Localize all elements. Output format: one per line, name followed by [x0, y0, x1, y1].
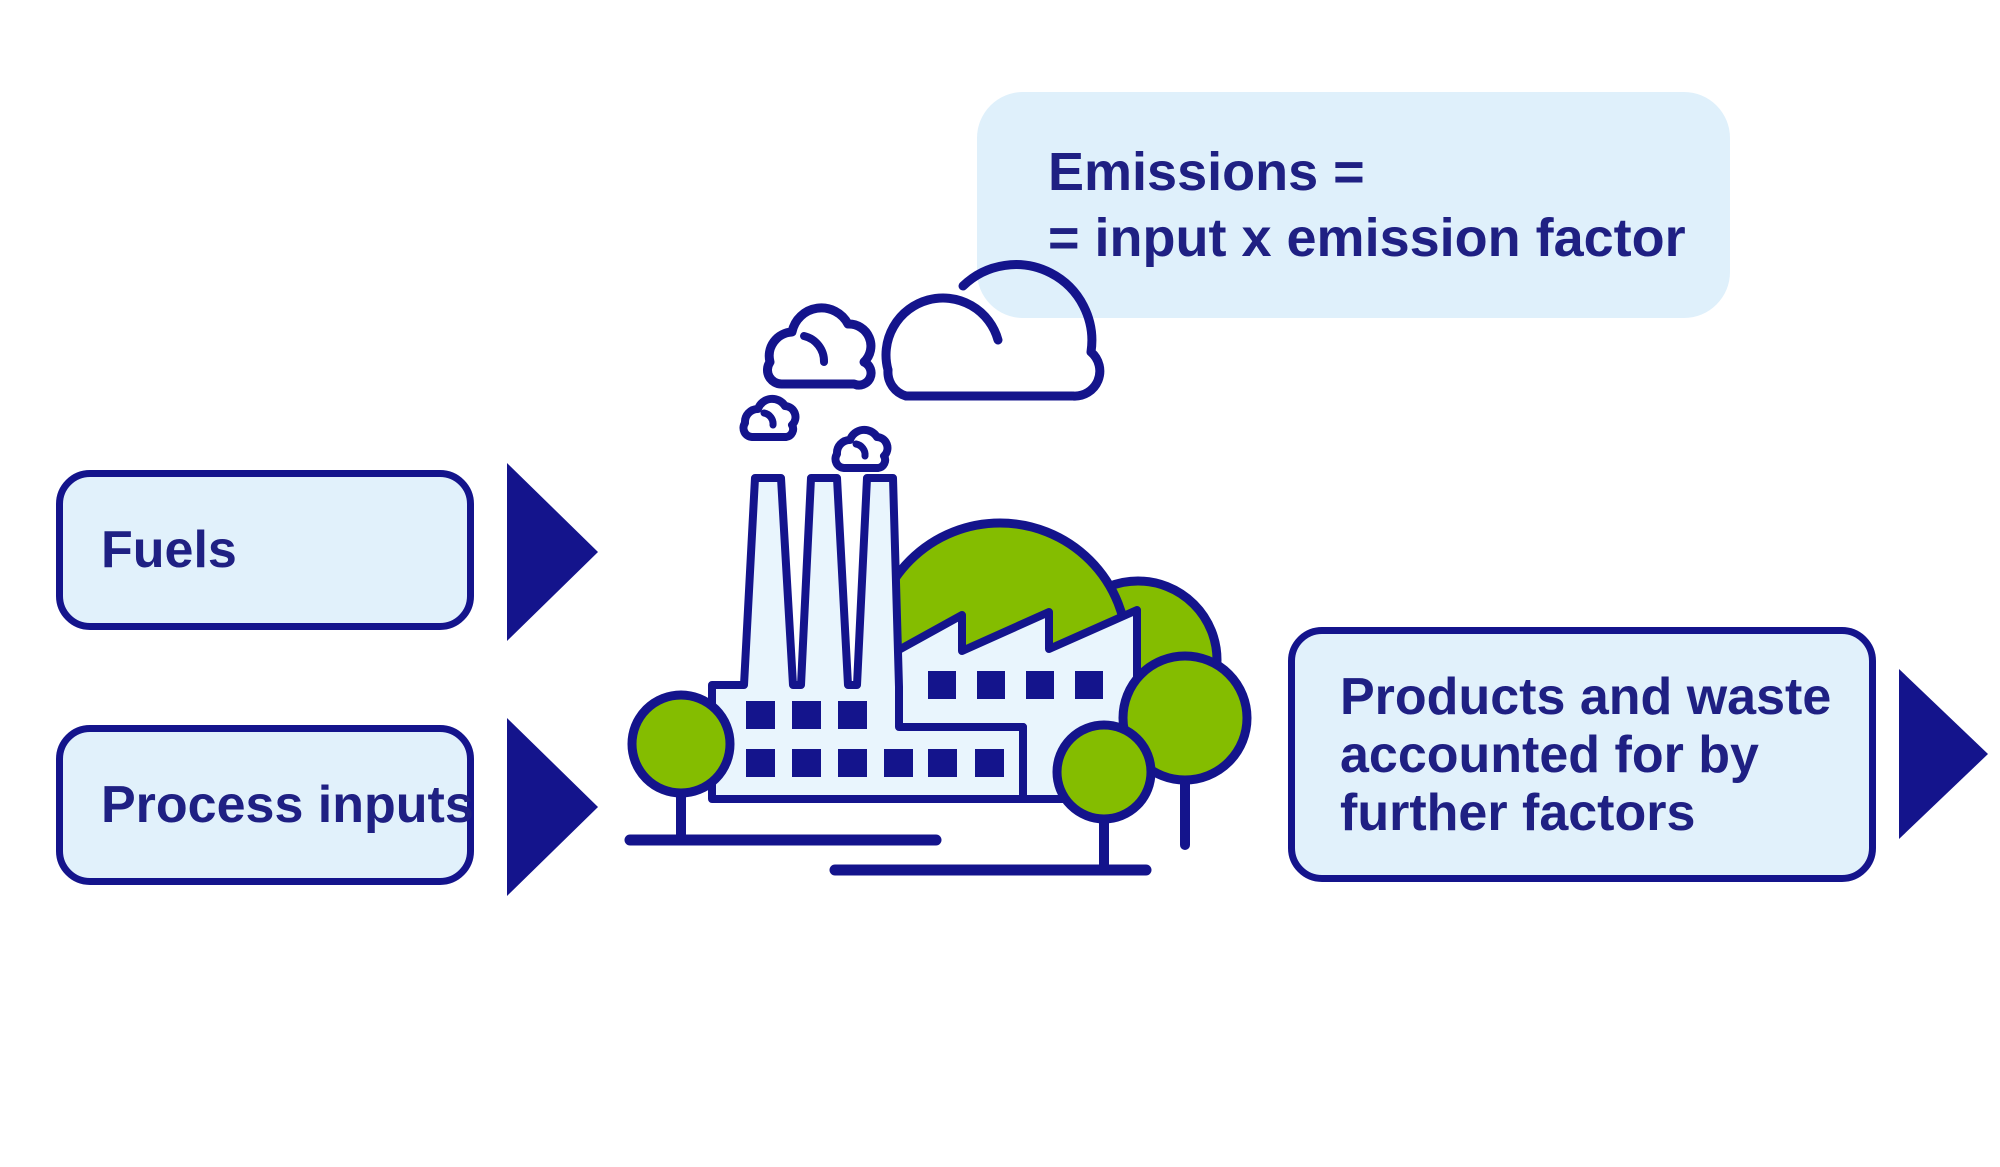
fuels-label: Fuels	[101, 521, 237, 579]
fuels-box: Fuels	[56, 470, 474, 630]
process-inputs-label: Process inputs	[101, 776, 474, 834]
output-line-2: accounted for by	[1340, 725, 1759, 784]
formula-line-2: = input x emission factor	[1048, 208, 1686, 268]
output-line-1: Products and waste	[1340, 667, 1832, 726]
factory-illustration	[624, 260, 1252, 876]
smoke-puff-icon	[739, 394, 800, 441]
output-arrow-icon	[1899, 669, 1988, 839]
tree-front	[1052, 720, 1156, 873]
smoke-puff-icon	[831, 425, 892, 472]
cloud-large-icon	[881, 260, 1105, 401]
output-box: Products and waste accounted for by furt…	[1288, 627, 1876, 882]
tree-left	[627, 690, 735, 843]
formula-line-1: Emissions =	[1048, 142, 1365, 202]
emissions-formula-bubble: Emissions = = input x emission factor	[977, 92, 1730, 318]
cloud-small-icon	[763, 303, 876, 390]
factory-building	[708, 474, 1027, 803]
process-inputs-box: Process inputs	[56, 725, 474, 885]
tree-right	[1118, 651, 1252, 850]
output-line-3: further factors	[1340, 783, 1696, 842]
